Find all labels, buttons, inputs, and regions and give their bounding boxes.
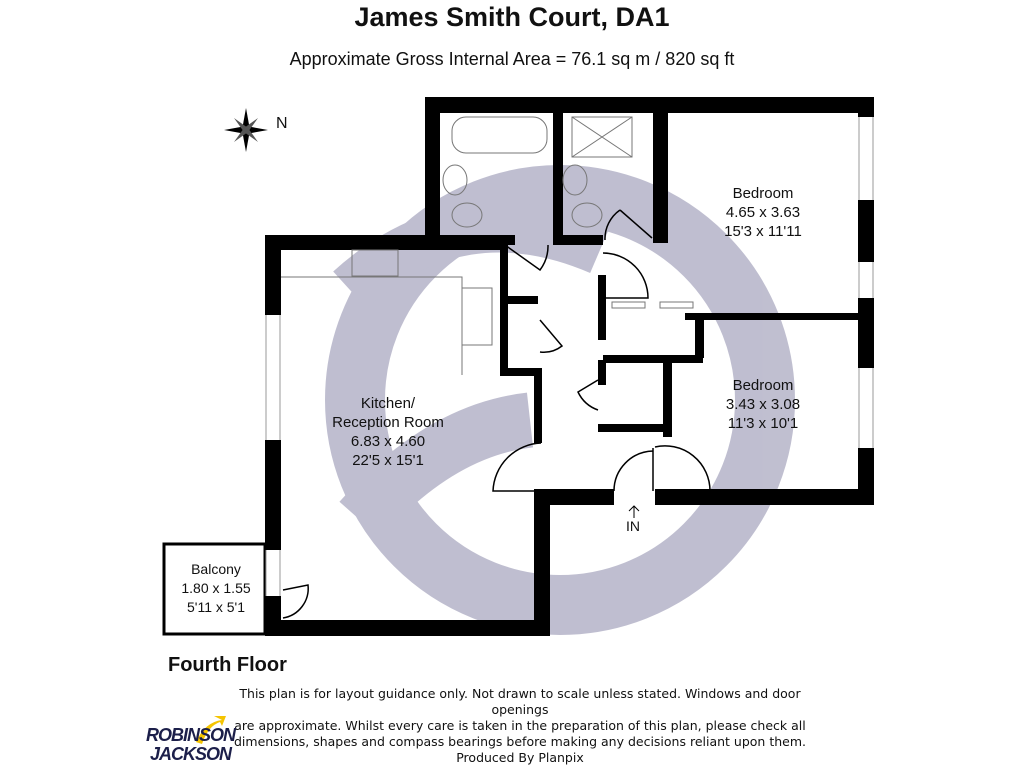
- room-metric: 6.83 x 4.60: [350, 433, 426, 450]
- sink-icon: [442, 164, 468, 196]
- doors: [282, 209, 711, 619]
- room-name: Balcony: [191, 561, 241, 577]
- room-name: Kitchen/: [360, 395, 416, 412]
- disclaimer: This plan is for layout guidance only. N…: [220, 686, 820, 766]
- agency-logo: ROBINSON JACKSON: [146, 725, 236, 764]
- toilet-icon: [451, 202, 483, 228]
- disclaimer-line: This plan is for layout guidance only. N…: [239, 686, 801, 717]
- entrance-arrow-icon: [628, 505, 640, 518]
- entrance-label: IN: [626, 518, 640, 534]
- room-imperial: 22'5 x 15'1: [352, 452, 424, 469]
- room-metric: 4.65 x 3.63: [725, 204, 801, 221]
- room-metric: 1.80 x 1.55: [181, 580, 251, 596]
- room-imperial: 5'11 x 5'1: [186, 599, 246, 615]
- shower-icon: [571, 116, 633, 158]
- windows: [265, 117, 874, 596]
- balcony-outline: [162, 542, 267, 636]
- room-metric: 3.43 x 3.08: [725, 396, 801, 413]
- fixtures: [281, 116, 694, 375]
- disclaimer-line: dimensions, shapes and compass bearings …: [233, 734, 806, 749]
- room-bedroom-1: Bedroom 4.65 x 3.63 15'3 x 11'11: [700, 184, 826, 241]
- disclaimer-line: are approximate. Whilst every care is ta…: [234, 718, 806, 733]
- walls: [265, 97, 874, 636]
- room-balcony: Balcony 1.80 x 1.55 5'11 x 5'1: [168, 560, 264, 617]
- room-name-2: Reception Room: [332, 414, 444, 431]
- room-bedroom-2: Bedroom 3.43 x 3.08 11'3 x 10'1: [700, 376, 826, 433]
- logo-swoosh-icon: [196, 716, 226, 744]
- plan-title: James Smith Court, DA1: [354, 2, 670, 32]
- room-name: Bedroom: [732, 377, 794, 394]
- logo-line: ROBINSON: [146, 725, 236, 745]
- room-kitchen-reception: Kitchen/ Reception Room 6.83 x 4.60 22'5…: [318, 394, 458, 470]
- compass-north-label: N: [276, 115, 288, 132]
- compass-icon: [224, 108, 268, 152]
- bath-icon: [451, 116, 548, 154]
- plan-area: Approximate Gross Internal Area = 76.1 s…: [289, 49, 735, 69]
- room-imperial: 11'3 x 10'1: [727, 415, 799, 432]
- room-name: Bedroom: [732, 185, 794, 202]
- floor-label: Fourth Floor: [168, 654, 287, 676]
- hob-icon: [351, 249, 399, 277]
- room-imperial: 15'3 x 11'11: [724, 223, 802, 240]
- producer-credit: Produced By Planpix: [456, 750, 584, 765]
- logo-line: JACKSON: [150, 744, 232, 764]
